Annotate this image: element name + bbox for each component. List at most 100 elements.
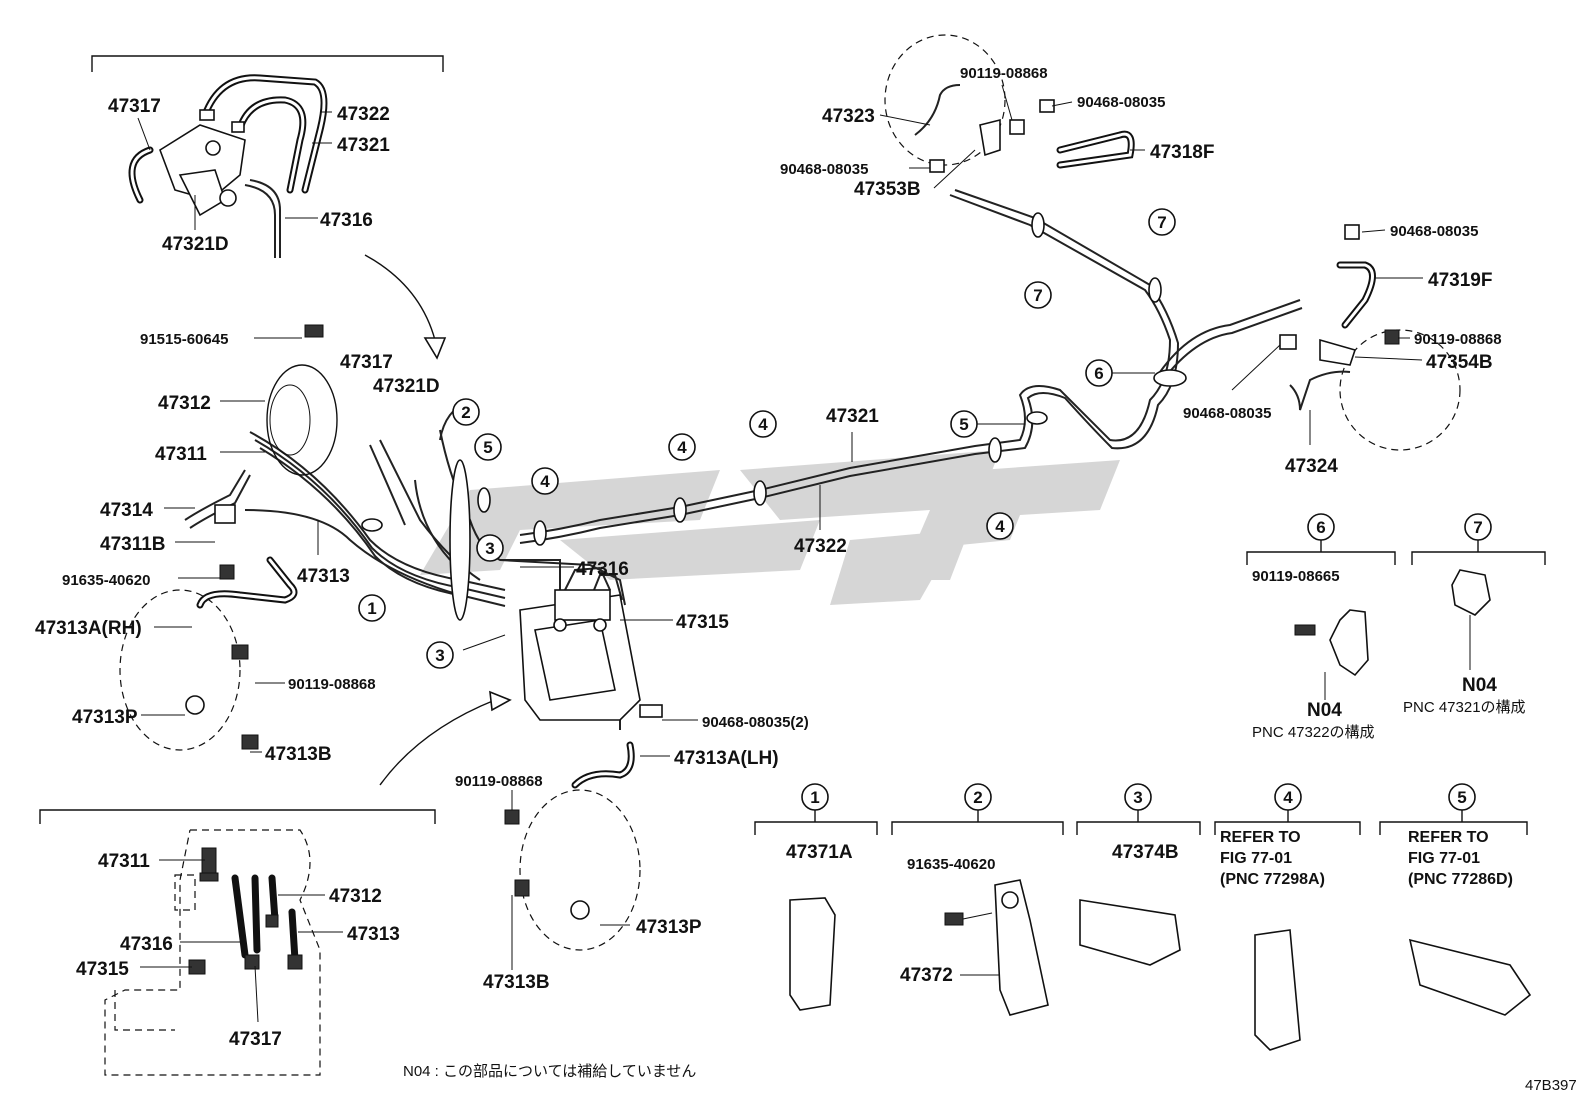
footnote-n04: N04 : この部品については補給していません xyxy=(403,1063,696,1080)
label-47318F: 47318F xyxy=(1150,142,1214,163)
label-47316: 47316 xyxy=(576,559,629,580)
label-47317: 47317 xyxy=(340,352,393,373)
detail-4-refer-1: REFER TO xyxy=(1220,829,1301,846)
label-47315: 47315 xyxy=(676,612,729,633)
inset-bottom-left xyxy=(39,809,436,1076)
detail-header-2: 2 xyxy=(964,783,992,811)
svg-text:7: 7 xyxy=(1157,213,1166,232)
label-47317-inset: 47317 xyxy=(108,96,161,117)
label-90119-08868-center: 90119-08868 xyxy=(455,773,543,790)
detail-illustrations xyxy=(789,569,1532,1051)
label-47324: 47324 xyxy=(1285,456,1338,477)
label-47313B-center: 47313B xyxy=(483,972,550,993)
svg-text:3: 3 xyxy=(485,539,494,558)
label-47321-inset: 47321 xyxy=(337,135,390,156)
svg-text:5: 5 xyxy=(1457,788,1466,807)
detail-header-3: 3 xyxy=(1124,783,1152,811)
label-90468-08035-r: 90468-08035 xyxy=(1390,223,1478,240)
figure-code: 47B397 xyxy=(1525,1077,1577,1094)
marker-circle-3-b: 3 xyxy=(426,641,454,669)
detail-7-note: PNC 47321の構成 xyxy=(1403,699,1526,716)
label-47312: 47312 xyxy=(158,393,211,414)
marker-circle-4-d: 4 xyxy=(986,512,1014,540)
detail-header-5: 5 xyxy=(1448,783,1476,811)
watermark-logo xyxy=(420,450,1120,605)
detail-brackets xyxy=(754,540,1546,835)
label-90119-08868-left: 90119-08868 xyxy=(288,676,376,693)
svg-text:4: 4 xyxy=(540,472,550,491)
label-91635-40620: 91635-40620 xyxy=(62,572,150,589)
marker-circle-5-b: 5 xyxy=(474,433,502,461)
circle-markers: 7 7 6 5 4 4 4 4 5 2 3 3 1 6 7 1 2 3 4 5 xyxy=(358,208,1492,811)
label-47322-inset: 47322 xyxy=(337,104,390,125)
flexible-hoses xyxy=(196,84,1376,789)
svg-text:5: 5 xyxy=(959,415,968,434)
label-47321D: 47321D xyxy=(373,376,440,397)
svg-text:2: 2 xyxy=(973,788,982,807)
label-90119-08868-r: 90119-08868 xyxy=(1414,331,1502,348)
label-91515-60645: 91515-60645 xyxy=(140,331,228,348)
label-47316-inset: 47316 xyxy=(120,934,173,955)
inset-top-left xyxy=(91,55,444,258)
label-47313P-center: 47313P xyxy=(636,917,702,938)
label-47321: 47321 xyxy=(826,406,879,427)
svg-text:4: 4 xyxy=(995,517,1005,536)
detail-header-1: 1 xyxy=(801,783,829,811)
svg-text:1: 1 xyxy=(367,599,376,618)
part-labels: 47317 47322 47321 47321D 47316 91515-606… xyxy=(35,65,1502,1050)
label-47319F: 47319F xyxy=(1428,270,1492,291)
detail-7-note-code: N04 xyxy=(1462,675,1497,696)
label-90468-08035-r2: 90468-08035 xyxy=(1183,405,1271,422)
svg-text:6: 6 xyxy=(1094,364,1103,383)
svg-text:4: 4 xyxy=(758,415,768,434)
leader-lines xyxy=(137,84,1423,970)
svg-text:3: 3 xyxy=(1133,788,1142,807)
marker-circle-6: 6 xyxy=(1085,359,1113,387)
svg-text:7: 7 xyxy=(1473,518,1482,537)
label-47311-inset: 47311 xyxy=(98,851,150,872)
detail-6-part: 90119-08665 xyxy=(1252,568,1340,585)
detail-6-note: PNC 47322の構成 xyxy=(1252,724,1375,741)
svg-text:4: 4 xyxy=(677,438,687,457)
detail-1-part: 47371A xyxy=(786,842,853,863)
marker-circle-7-b: 7 xyxy=(1024,281,1052,309)
detail-5-refer-2: FIG 77-01 xyxy=(1408,850,1480,867)
label-47321D-inset: 47321D xyxy=(162,234,229,255)
label-47323: 47323 xyxy=(822,106,875,127)
detail-texts: 90119-08665 N04 PNC 47322の構成 N04 PNC 473… xyxy=(786,568,1526,986)
brake-disc-outlines xyxy=(119,34,1461,951)
label-47313P-left: 47313P xyxy=(72,707,138,728)
label-90468-08035-ur2: 90468-08035 xyxy=(780,161,868,178)
detail-header-6: 6 xyxy=(1307,513,1335,541)
marker-circle-1: 1 xyxy=(358,594,386,622)
label-47314: 47314 xyxy=(100,500,153,521)
label-47353B: 47353B xyxy=(854,179,921,200)
marker-circle-4-b: 4 xyxy=(668,433,696,461)
detail-header-4: 4 xyxy=(1274,783,1302,811)
label-47315-inset: 47315 xyxy=(76,959,129,980)
brake-line-main xyxy=(184,189,1303,730)
label-47313A-LH: 47313A(LH) xyxy=(674,748,779,769)
detail-2-part-b: 47372 xyxy=(900,965,953,986)
marker-circle-3-a: 3 xyxy=(476,534,504,562)
label-47313-inset: 47313 xyxy=(347,924,400,945)
label-47313: 47313 xyxy=(297,566,350,587)
label-47312-inset: 47312 xyxy=(329,886,382,907)
label-47354B: 47354B xyxy=(1426,352,1493,373)
detail-5-refer-3: (PNC 77286D) xyxy=(1408,871,1513,888)
label-47313A-RH: 47313A(RH) xyxy=(35,618,142,639)
label-47311B: 47311B xyxy=(100,534,166,555)
svg-text:3: 3 xyxy=(435,646,444,665)
detail-header-7: 7 xyxy=(1464,513,1492,541)
svg-text:5: 5 xyxy=(483,438,492,457)
marker-circle-4-c: 4 xyxy=(531,467,559,495)
detail-4-refer-3: (PNC 77298A) xyxy=(1220,871,1325,888)
svg-text:7: 7 xyxy=(1033,286,1042,305)
detail-5-refer-1: REFER TO xyxy=(1408,829,1489,846)
marker-circle-5-a: 5 xyxy=(950,410,978,438)
label-90468-08035-ur: 90468-08035 xyxy=(1077,94,1165,111)
direction-arrows xyxy=(364,254,512,786)
svg-text:2: 2 xyxy=(461,403,470,422)
label-47316-inset: 47316 xyxy=(320,210,373,231)
